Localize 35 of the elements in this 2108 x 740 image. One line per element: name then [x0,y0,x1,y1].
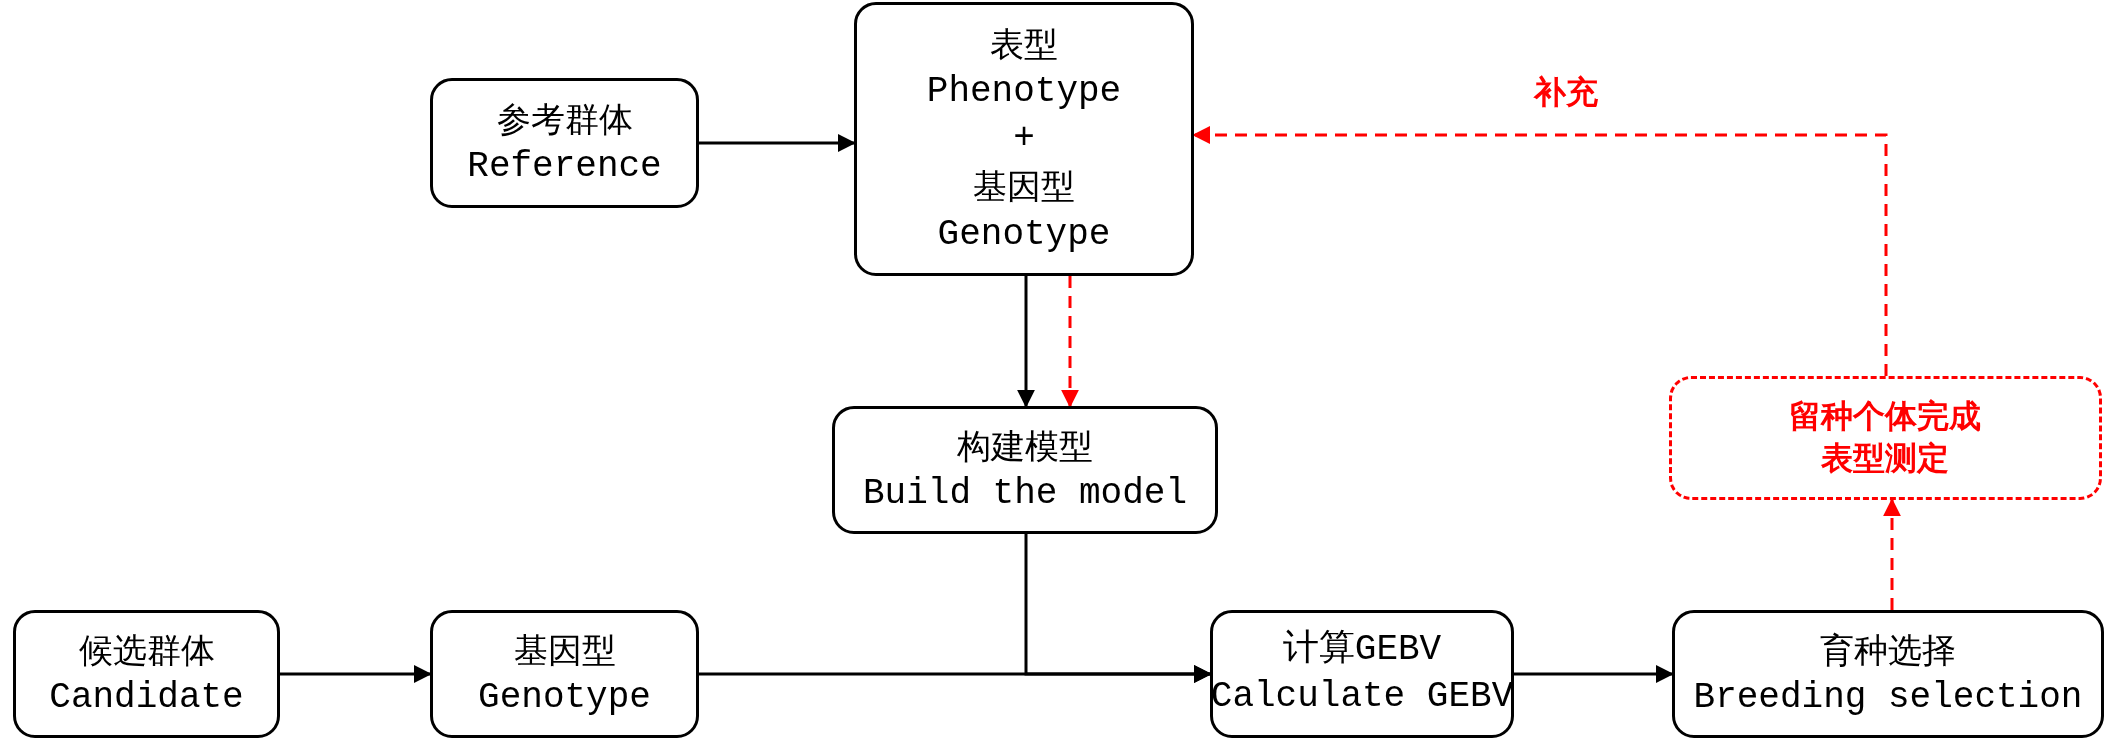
arrow [1061,276,1079,408]
node-text: 育种选择 [1820,628,1956,672]
process-box [832,406,1218,534]
node-text: Genotype [478,676,651,721]
node-text: 基因型 [973,165,1075,209]
node-text: Breeding selection [1693,676,2083,721]
process-box [1672,610,2104,738]
edge-label: 补充 [1534,72,1598,113]
arrow [1192,126,1888,376]
node-text: Phenotype [926,69,1122,114]
arrow [280,665,432,683]
node-text: Build the model [862,472,1188,517]
process-box [430,610,699,738]
process-box [13,610,280,738]
node-text: 留种个体完成表型测定 [1788,396,1983,479]
node-text: 参考群体 [496,97,633,141]
arrow [1514,665,1674,683]
node-text: 候选群体 [78,628,215,672]
dashed-note-box [1669,376,2102,500]
arrow [1883,498,1901,610]
arrow [1024,534,1212,683]
arrow [1017,276,1035,408]
node-text: Candidate [49,676,244,721]
node-text: 构建模型 [957,424,1093,468]
process-box [430,78,699,208]
process-box [854,2,1194,276]
node-text: 计算GEBV [1282,628,1442,673]
node-text: Reference [467,145,662,190]
node-text: Calculate GEBV [1210,675,1514,719]
node-text: 基因型 [513,628,616,672]
node-text: Genotype [937,212,1111,257]
node-text: 表型 [990,22,1058,66]
process-box [1210,610,1514,738]
node-text: + [1013,116,1035,161]
arrow [699,134,856,152]
